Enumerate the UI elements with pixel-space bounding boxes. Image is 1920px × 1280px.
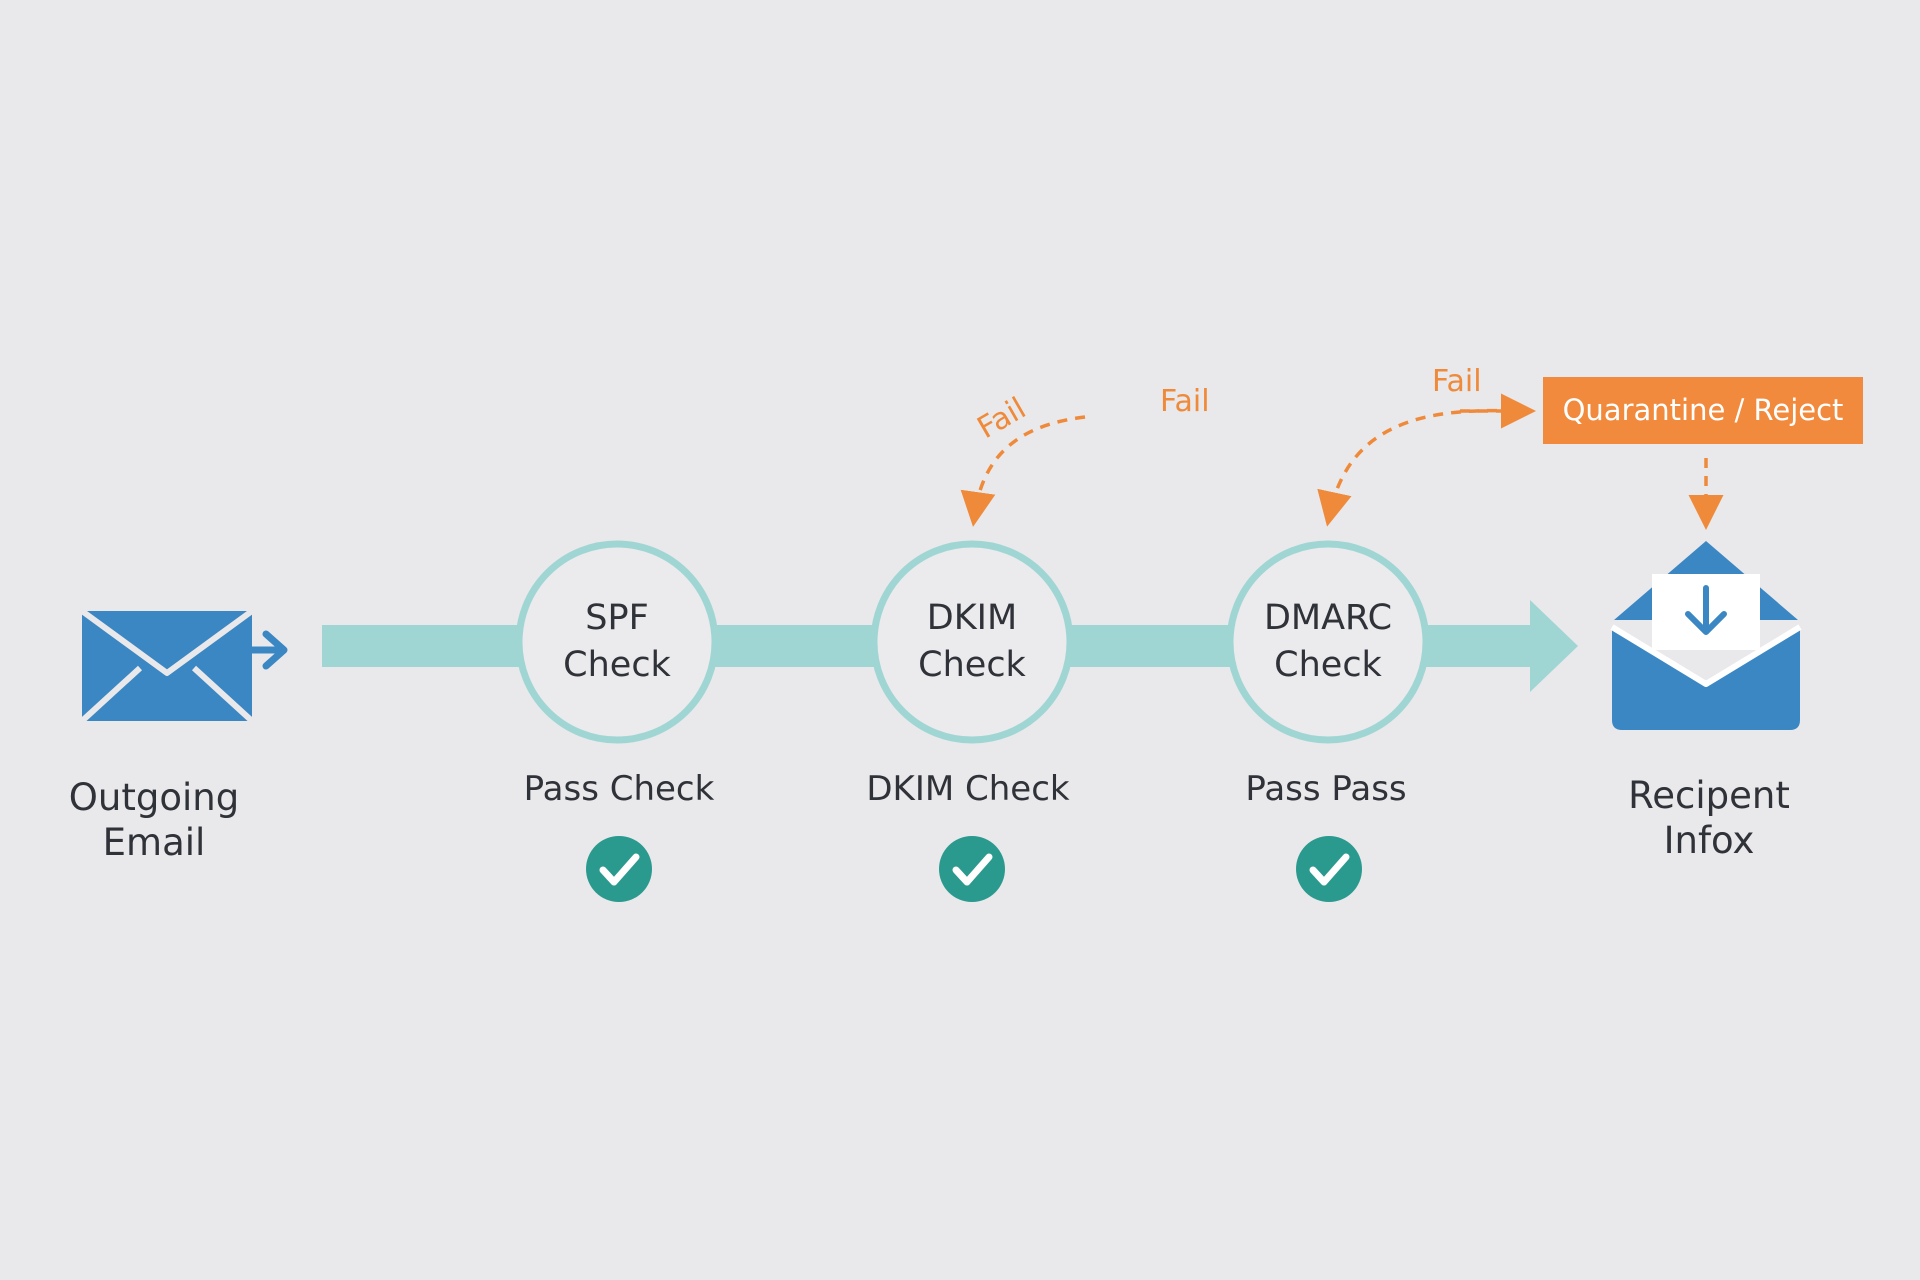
flow-arrowhead	[1530, 600, 1578, 692]
dkim-status-label: DKIM Check	[866, 769, 1070, 809]
dkim-check-title-line1: DKIM	[926, 598, 1018, 638]
dkim-fail-path	[960, 415, 1086, 527]
outgoing-email-icon	[79, 608, 288, 724]
dkim-check-node	[870, 540, 1074, 744]
recipient-inbox-label-line2: Infox	[1663, 819, 1755, 863]
dmarc-check-title-line2: Check	[1274, 645, 1382, 685]
dkim-check-title-line2: Check	[918, 645, 1026, 685]
spf-check-node	[515, 540, 719, 744]
dmarc-check-node	[1226, 540, 1430, 744]
dmarc-check-title: DMARC Check	[1264, 595, 1392, 689]
middle-fail-label: Fail	[1160, 384, 1210, 419]
checkmark-icon	[939, 836, 1005, 902]
dmarc-status-label: Pass Pass	[1245, 769, 1407, 809]
spf-check-title-line1: SPF	[585, 598, 649, 638]
recipient-inbox-label: Recipent Infox	[1628, 773, 1790, 863]
spf-check-title-line2: Check	[563, 645, 671, 685]
spf-check-title: SPF Check	[563, 595, 671, 689]
dkim-check-title: DKIM Check	[918, 595, 1026, 689]
outgoing-email-label: Outgoing Email	[69, 775, 239, 865]
quarantine-reject-box: Quarantine / Reject	[1543, 377, 1863, 444]
outgoing-email-label-line2: Email	[102, 821, 206, 865]
dmarc-fail-label: Fail	[1432, 364, 1482, 399]
spf-status-label: Pass Check	[523, 769, 715, 809]
dmarc-fail-path	[1317, 408, 1516, 527]
outgoing-email-label-line1: Outgoing	[68, 776, 240, 819]
checkmark-icon	[1296, 836, 1362, 902]
checkmark-icon	[586, 836, 652, 902]
inbox-download-icon	[1610, 541, 1802, 730]
recipient-inbox-label-line1: Recipent	[1628, 774, 1790, 817]
dmarc-check-title-line1: DMARC	[1263, 598, 1393, 638]
